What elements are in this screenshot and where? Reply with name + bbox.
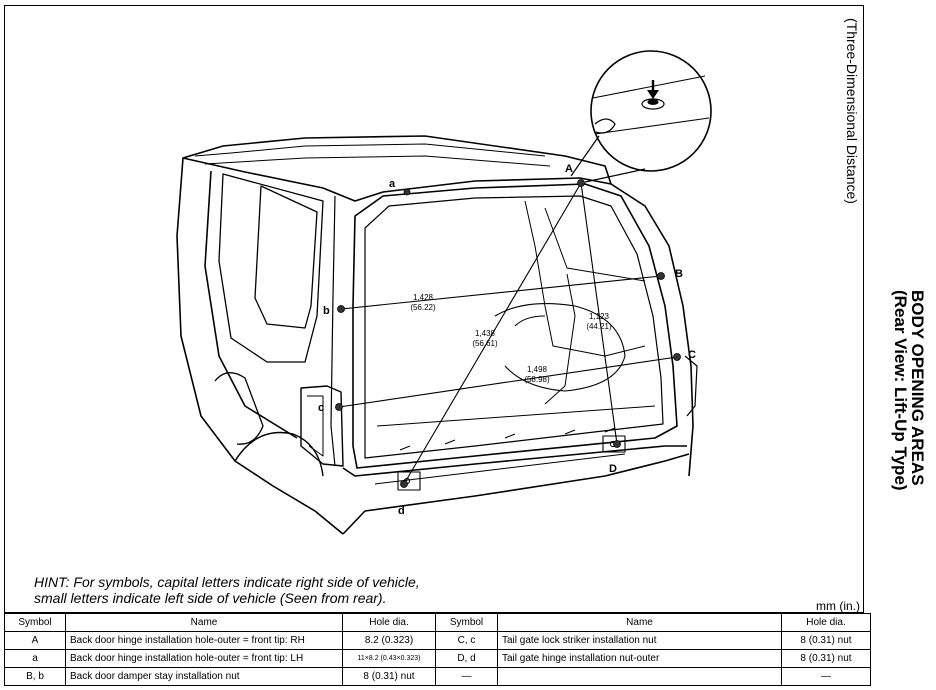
cell-name: Back door damper stay installation nut [65,667,343,686]
cell-symbol-2: D, d [435,649,498,668]
label-c: c [318,402,324,414]
label-C: C [688,349,696,361]
label-D: D [609,463,617,475]
point-b [337,305,345,313]
page-title-line2: (Rear View: Lift-Up Type) [891,290,910,491]
header-name: Name [65,613,343,632]
header-name-2: Name [497,613,782,632]
cell-name: Back door hinge installation hole-outer … [65,631,343,650]
dimension-c-C-value: 1,498 [527,365,548,374]
measurement-points [335,179,681,488]
detail-inset [570,50,712,183]
symbol-spec-table: Symbol Name Hole dia. Symbol Name Hole d… [4,613,871,686]
label-b: b [323,305,330,317]
measurement-lines [338,182,678,485]
cell-hole-dia: 11×8.2 (0.43×0.323) [342,649,436,668]
cell-hole-dia-2: 8 (0.31) nut [781,631,871,650]
point-B [657,272,665,280]
cell-name-2 [497,667,782,686]
label-A: A [565,163,573,175]
cell-name: Back door hinge installation hole-outer … [65,649,343,668]
cell-symbol: A [4,631,66,650]
cell-symbol: a [4,649,66,668]
cell-hole-dia: 8.2 (0.323) [342,631,436,650]
cell-hole-dia-2: 8 (0.31) nut [781,649,871,668]
point-c [335,403,343,411]
cell-name-2: Tail gate hinge installation nut-outer [497,649,782,668]
dimension-A-d-inch: (56.61) [472,339,498,348]
dimension-c-C-inch: (58.98) [524,375,550,384]
diagram-subtitle: (Three-Dimensional Distance) [844,18,860,204]
cell-hole-dia: 8 (0.31) nut [342,667,436,686]
cell-symbol-2: C, c [435,631,498,650]
point-C [673,353,681,361]
dimension-b-B-inch: (56.22) [410,303,436,312]
hint-line1: HINT: For symbols, capital letters indic… [34,574,420,590]
header-symbol: Symbol [4,613,66,632]
cell-hole-dia-2: — [781,667,871,686]
vehicle-body-diagram: A B C D a b c d 1,428 (56.22) 1,438 (56.… [176,50,712,535]
header-hole-dia: Hole dia. [342,613,436,632]
table-row: B, b Back door damper stay installation … [4,667,871,686]
diagram-frame: A B C D a b c d 1,428 (56.22) 1,438 (56.… [4,5,864,613]
header-symbol-2: Symbol [435,613,498,632]
label-a: a [389,178,396,190]
table-row: A Back door hinge installation hole-oute… [4,631,871,650]
point-D [613,440,621,448]
point-A [577,179,585,187]
cell-name-2: Tail gate lock striker installation nut [497,631,782,650]
dimension-A-D-inch: (44.21) [586,322,612,331]
header-hole-dia-2: Hole dia. [781,613,871,632]
table-row: a Back door hinge installation hole-oute… [4,649,871,668]
label-B: B [675,268,683,280]
dimension-A-D-value: 1,123 [589,312,610,321]
hint-note: HINT: For symbols, capital letters indic… [34,574,420,606]
dimension-b-B-value: 1,428 [413,293,434,302]
cell-symbol: B, b [4,667,66,686]
page-title: BODY OPENING AREAS (Rear View: Lift-Up T… [891,290,927,491]
table-header-row: Symbol Name Hole dia. Symbol Name Hole d… [4,613,871,632]
cell-symbol-2: — [435,667,498,686]
dimension-A-d-value: 1,438 [475,329,496,338]
units-label: mm (in.) [816,599,860,613]
label-d: d [398,505,405,517]
point-d [400,480,408,488]
hint-line2: small letters indicate left side of vehi… [34,590,387,606]
page-title-line1: BODY OPENING AREAS [908,290,927,486]
point-a [403,188,411,196]
vehicle-body-outline [176,135,698,535]
